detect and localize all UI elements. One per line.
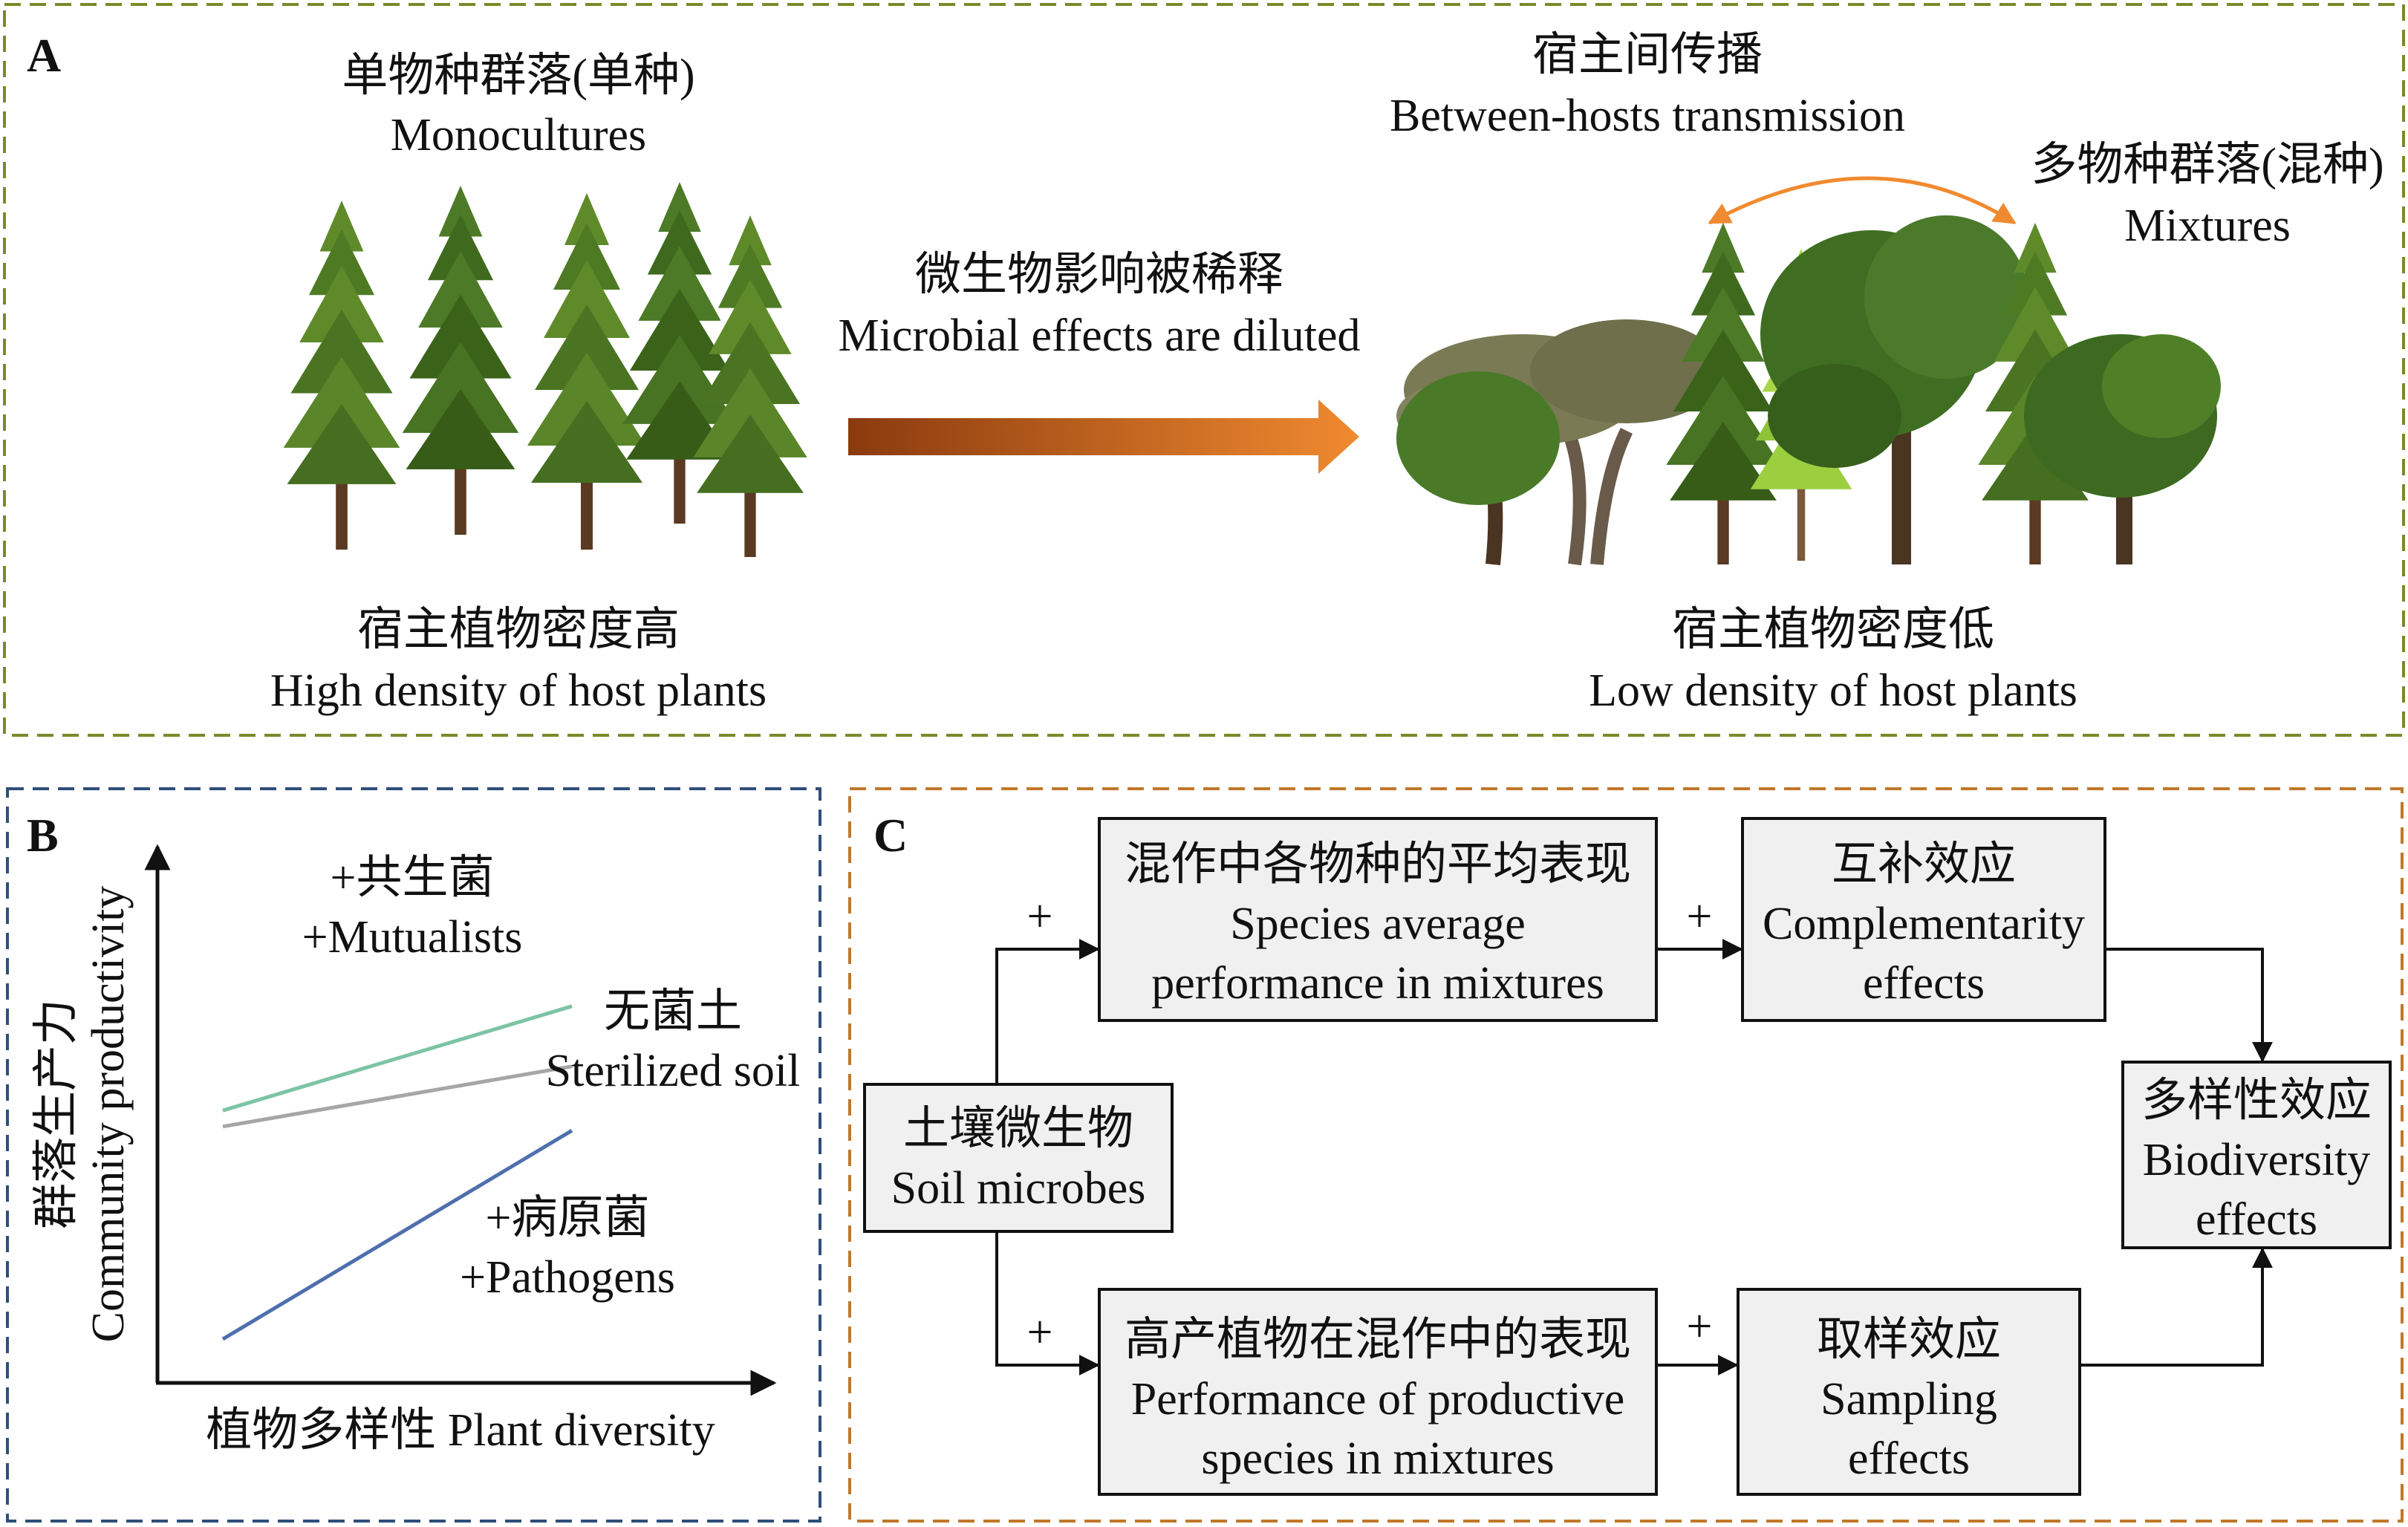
species-average-box: 混作中各物种的平均表现 Species average performance … [1098, 817, 1658, 1022]
series-line-sterilized [222, 1064, 573, 1129]
high-density-label-en: High density of host plants [270, 665, 767, 716]
plus-sign-comp: + [1687, 891, 1713, 942]
sterilized-label-en: Sterilized soil [546, 1046, 801, 1096]
mutualists-label-zh: +共生菌 [331, 853, 495, 903]
x-label: 植物多样性 Plant diversity [206, 1405, 715, 1456]
productive-species-box: 高产植物在混作中的表现 Performance of productive sp… [1098, 1288, 1658, 1496]
complementarity-zh: 互补效应 [1832, 839, 2016, 890]
soil-microbes-zh: 土壤微生物 [903, 1104, 1133, 1154]
low-density-label-en: Low density of host plants [1589, 665, 2077, 716]
species-average-en1: Species average [1230, 899, 1526, 949]
panel-b-letter: B [27, 809, 59, 862]
sampling-zh: 取样效应 [1817, 1315, 2001, 1365]
flow-arrows [995, 939, 2273, 1375]
panel-a-letter: A [27, 29, 61, 82]
species-average-en2: performance in mixtures [1151, 958, 1604, 1009]
series-line-pathogens [221, 1129, 573, 1341]
panel-a-border [3, 3, 2405, 737]
soil-microbes-box: 土壤微生物 Soil microbes [863, 1083, 1174, 1233]
plus-sign-avg: + [1027, 891, 1053, 942]
y-label-en: Community productivity [83, 886, 134, 1343]
productivity-chart [144, 844, 777, 1396]
arrow-sampling-to-biodiversity [2080, 1247, 2273, 1367]
mixture-label-en: Mixtures [2124, 201, 2291, 251]
series-line-mutualists [222, 1004, 573, 1113]
plus-sign-samp: + [1687, 1301, 1713, 1352]
dilution-label-zh: 微生物影响被稀释 [915, 250, 1283, 300]
panel-c-letter: C [873, 809, 908, 862]
arrow-soil-to-productive [995, 1231, 1100, 1375]
sterilized-label-zh: 无菌土 [604, 986, 742, 1037]
species-average-zh: 混作中各物种的平均表现 [1125, 839, 1631, 890]
biodiversity-en2: effects [2196, 1194, 2317, 1245]
pathogens-label-en: +Pathogens [460, 1252, 675, 1303]
monoculture-trees [283, 182, 807, 557]
productive-species-en1: Performance of productive [1131, 1374, 1625, 1425]
productive-species-en2: species in mixtures [1201, 1433, 1554, 1484]
transmission-label-en: Between-hosts transmission [1390, 91, 1905, 141]
arrow-soil-to-average [995, 939, 1100, 1084]
low-density-label-zh: 宿主植物密度低 [1672, 605, 1994, 655]
complementarity-box: 互补效应 Complementarity effects [1741, 817, 2106, 1022]
panel-c-border [848, 787, 2404, 1523]
y-label-zh: 群落生产力 [31, 999, 82, 1229]
transmission-label-zh: 宿主间传播 [1532, 30, 1763, 80]
sampling-en2: effects [1848, 1433, 1970, 1484]
panel-b-border [6, 787, 821, 1523]
biodiversity-zh: 多样性效应 [2141, 1075, 2372, 1126]
sampling-box: 取样效应 Sampling effects [1737, 1288, 2081, 1496]
sampling-en1: Sampling [1820, 1374, 1997, 1425]
biodiversity-box: 多样性效应 Biodiversity effects [2121, 1061, 2392, 1249]
transmission-arrow [1708, 176, 2017, 225]
dilution-arrow [848, 400, 1359, 474]
productive-species-zh: 高产植物在混作中的表现 [1125, 1315, 1631, 1365]
soil-microbes-en: Soil microbes [891, 1163, 1146, 1214]
high-density-label-zh: 宿主植物密度高 [357, 605, 680, 655]
plus-sign-prod: + [1027, 1307, 1053, 1358]
mixture-trees [1396, 215, 2221, 566]
complementarity-en2: effects [1863, 958, 1985, 1009]
monoculture-label-zh: 单物种群落(单种) [342, 51, 694, 101]
arrow-complementarity-to-biodiversity [2105, 948, 2273, 1063]
biodiversity-en1: Biodiversity [2143, 1135, 2371, 1185]
mutualists-label-en: +Mutualists [302, 912, 523, 963]
monoculture-label-en: Monocultures [391, 110, 646, 160]
complementarity-en1: Complementarity [1763, 899, 2085, 949]
dilution-label-en: Microbial effects are diluted [839, 310, 1361, 361]
mixture-label-zh: 多物种群落(混种) [2031, 140, 2383, 190]
pathogens-label-zh: +病原菌 [486, 1193, 650, 1243]
